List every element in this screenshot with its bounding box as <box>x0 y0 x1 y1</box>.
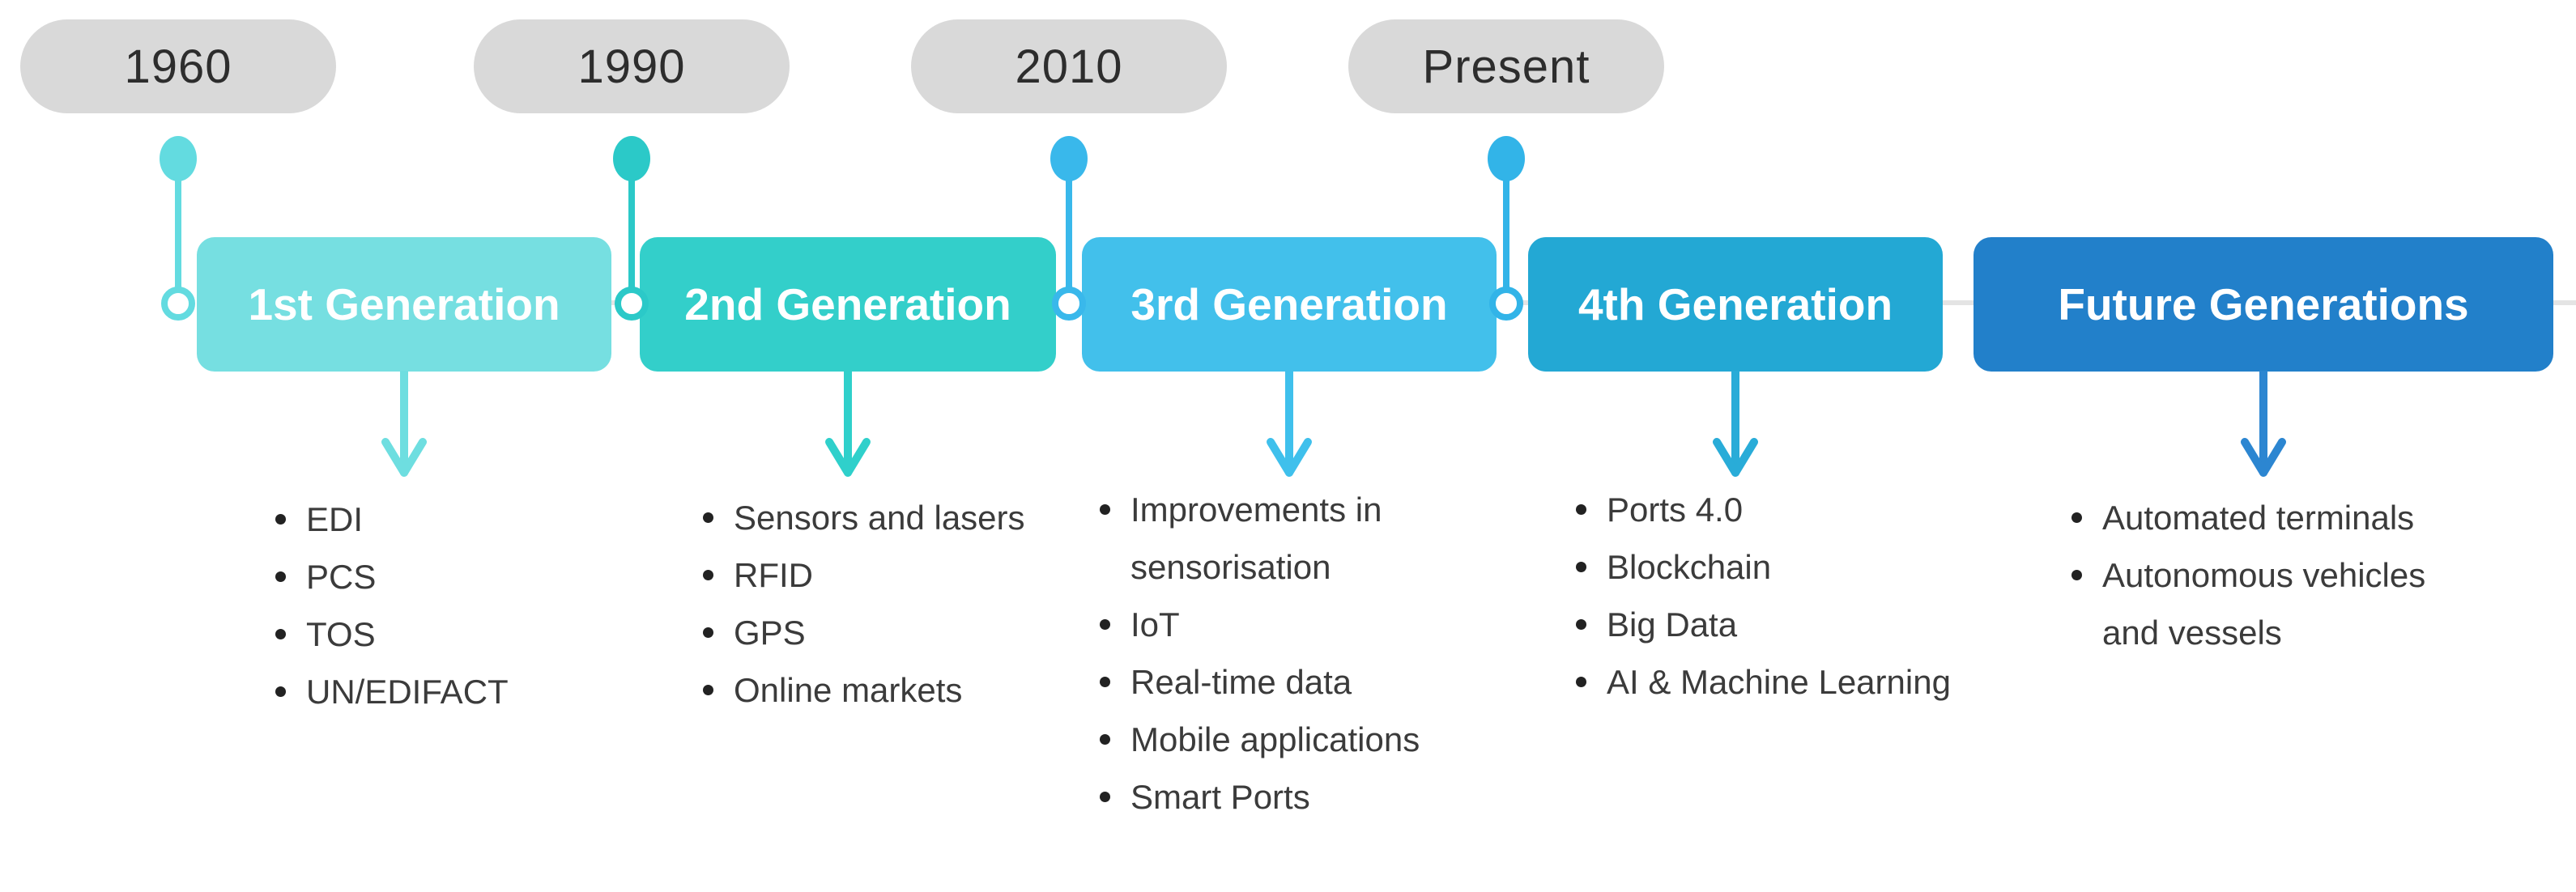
bullet-icon <box>275 514 286 525</box>
timeline-node-1990 <box>615 287 649 321</box>
down-arrow-icon <box>825 371 871 477</box>
list-item: Sensors and lasers <box>701 489 1082 546</box>
year-label: 2010 <box>1015 40 1123 93</box>
generation-box-future: Future Generations <box>1974 237 2553 372</box>
list-item: PCS <box>274 548 565 605</box>
year-pill-1990: 1990 <box>474 19 790 113</box>
bullet-icon <box>1576 677 1586 687</box>
year-label: 1990 <box>577 40 686 93</box>
down-arrow-icon <box>2241 371 2286 477</box>
bullet-icon <box>1100 619 1110 630</box>
bullet-icon <box>703 627 713 638</box>
generation-title: 4th Generation <box>1578 279 1893 329</box>
bullet-icon <box>275 629 286 639</box>
bullet-icon <box>1100 792 1110 802</box>
list-item: TOS <box>274 605 565 663</box>
list-item: Ports 4.0 <box>1574 481 2028 538</box>
bullet-icon <box>1100 504 1110 515</box>
year-label: Present <box>1422 40 1590 93</box>
list-item: Online markets <box>701 661 1082 719</box>
list-item: Automated terminals <box>2070 489 2475 546</box>
bullet-icon <box>1576 562 1586 572</box>
bullet-icon <box>275 571 286 582</box>
generation-box-2nd: 2nd Generation <box>640 237 1056 372</box>
generation-box-4th: 4th Generation <box>1528 237 1943 372</box>
year-pill-present: Present <box>1348 19 1664 113</box>
milestone-dot-present <box>1488 136 1525 181</box>
list-item: Blockchain <box>1574 538 2028 596</box>
feature-list-1st: EDI PCS TOS UN/EDIFACT <box>274 491 565 720</box>
down-arrow-icon <box>1713 371 1758 477</box>
bullet-icon <box>2071 512 2082 523</box>
timeline-node-1960 <box>161 287 195 321</box>
generation-title: 3rd Generation <box>1130 279 1448 329</box>
list-item: Improvements in sensorisation <box>1098 481 1422 596</box>
year-pill-2010: 2010 <box>911 19 1227 113</box>
year-pill-1960: 1960 <box>20 19 336 113</box>
bullet-icon <box>1576 619 1586 630</box>
generation-title: Future Generations <box>2058 279 2469 329</box>
list-item: Smart Ports <box>1098 768 1422 826</box>
list-item: Real-time data <box>1098 653 1422 711</box>
feature-list-future: Automated terminals Autonomous vehicles … <box>2070 489 2475 661</box>
bullet-icon <box>1100 677 1110 687</box>
list-item: Autonomous vehicles and vessels <box>2070 546 2475 661</box>
list-item: EDI <box>274 491 565 548</box>
year-label: 1960 <box>124 40 232 93</box>
feature-list-3rd: Improvements in sensorisation IoT Real-t… <box>1098 481 1422 826</box>
bullet-icon <box>703 512 713 523</box>
down-arrow-icon <box>381 371 427 477</box>
milestone-stem-1960 <box>175 159 181 304</box>
generation-title: 2nd Generation <box>684 279 1011 329</box>
feature-list-2nd: Sensors and lasers RFID GPS Online marke… <box>701 489 1082 719</box>
list-item: UN/EDIFACT <box>274 663 565 720</box>
list-item: Mobile applications <box>1098 711 1422 768</box>
list-item: IoT <box>1098 596 1422 653</box>
timeline-node-present <box>1489 287 1523 321</box>
milestone-stem-2010 <box>1066 159 1072 304</box>
milestone-dot-1990 <box>613 136 650 181</box>
bullet-icon <box>275 686 286 697</box>
milestone-dot-1960 <box>160 136 197 181</box>
bullet-icon <box>703 685 713 695</box>
bullet-icon <box>1100 734 1110 745</box>
bullet-icon <box>703 570 713 580</box>
bullet-icon <box>2071 570 2082 580</box>
milestone-stem-present <box>1503 159 1509 304</box>
down-arrow-icon <box>1267 371 1312 477</box>
list-item: RFID <box>701 546 1082 604</box>
list-item: AI & Machine Learning <box>1574 653 2028 711</box>
generation-title: 1st Generation <box>248 279 560 329</box>
milestone-stem-1990 <box>628 159 635 304</box>
generation-box-3rd: 3rd Generation <box>1082 237 1497 372</box>
feature-list-4th: Ports 4.0 Blockchain Big Data AI & Machi… <box>1574 481 2028 711</box>
milestone-dot-2010 <box>1050 136 1088 181</box>
timeline-node-2010 <box>1052 287 1086 321</box>
generation-box-1st: 1st Generation <box>197 237 611 372</box>
bullet-icon <box>1576 504 1586 515</box>
list-item: Big Data <box>1574 596 2028 653</box>
list-item: GPS <box>701 604 1082 661</box>
